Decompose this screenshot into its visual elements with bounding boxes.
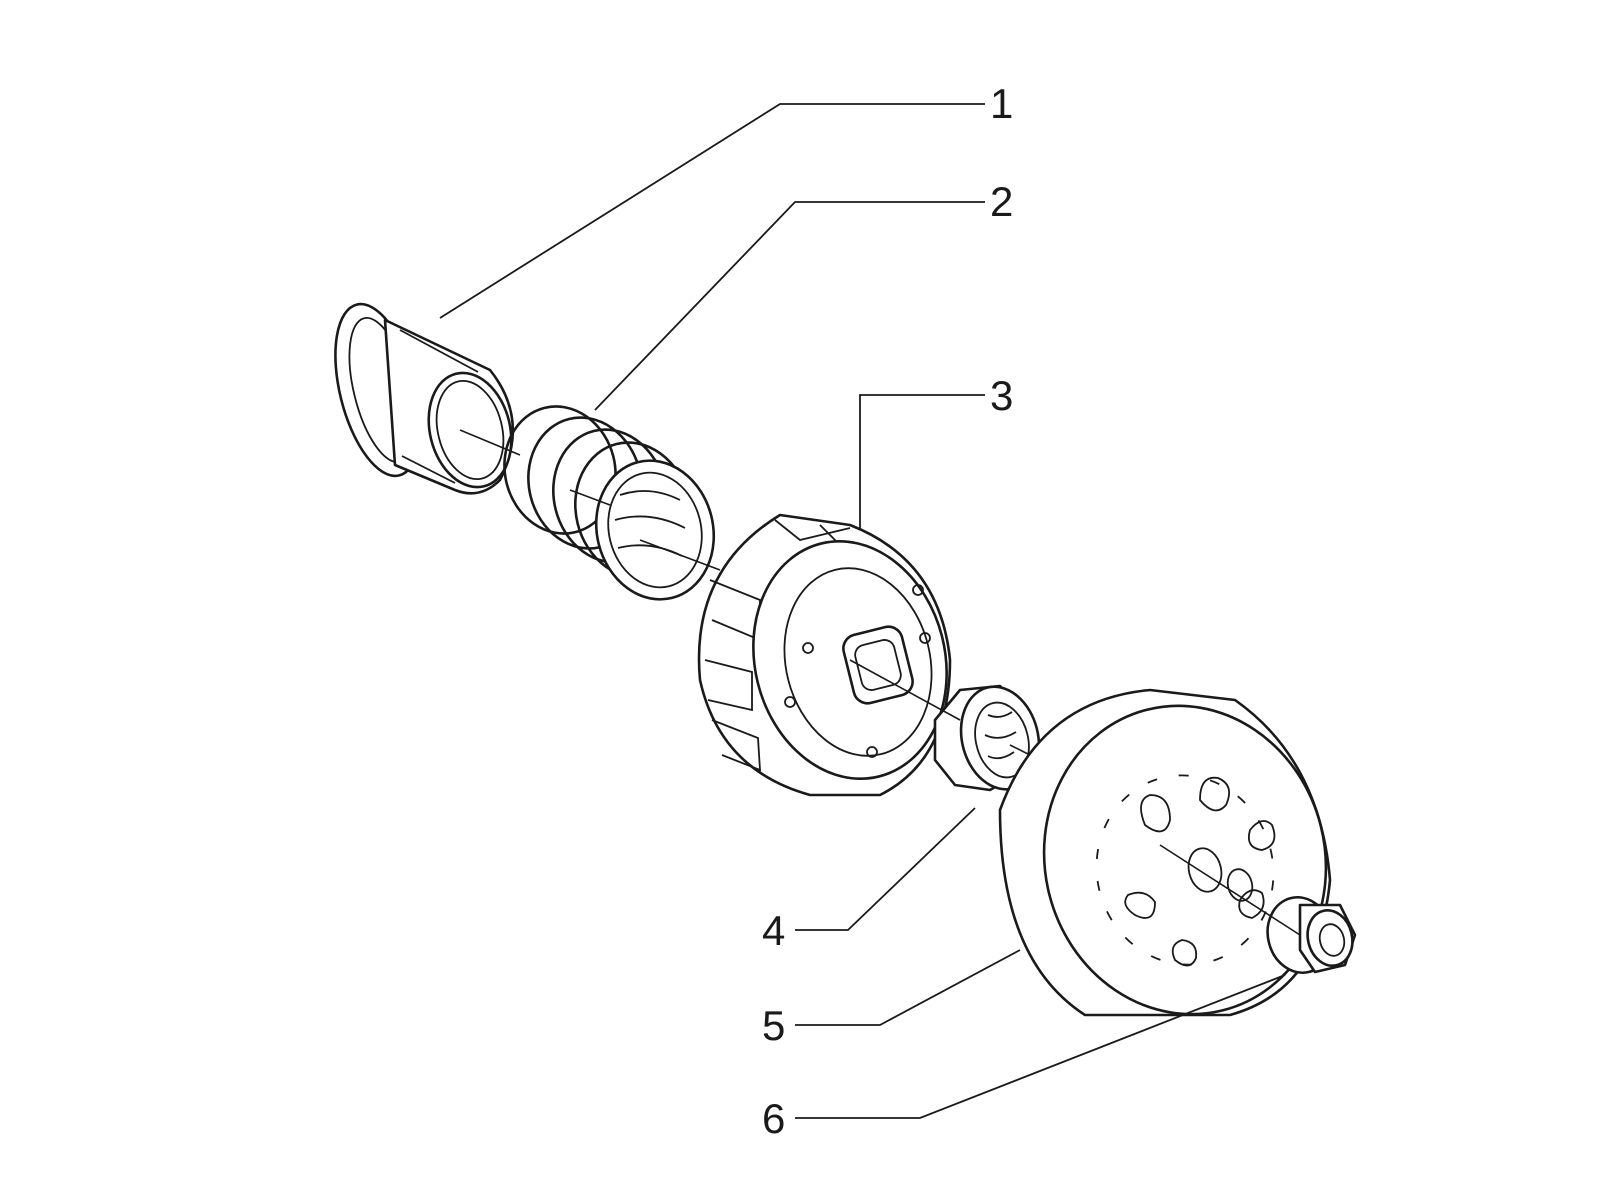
leader-lines (439, 103, 1286, 1119)
leader-line-6 (795, 974, 1286, 1119)
part-3-clutch-assembly (697, 513, 952, 797)
part-6-flange-nut (1266, 896, 1357, 974)
leader-line-2 (594, 201, 985, 411)
callout-1: 1 (990, 80, 1013, 127)
leader-line-5 (795, 949, 1021, 1026)
callout-2: 2 (990, 178, 1013, 225)
leader-line-1 (439, 103, 985, 319)
leader-line-4 (795, 807, 976, 931)
callout-4: 4 (762, 907, 785, 954)
callout-labels: 1 2 3 4 5 6 (762, 80, 1013, 1142)
part-4-hex-nut (933, 684, 1041, 792)
leader-line-3 (859, 394, 985, 530)
part-2-coil-spring (503, 405, 716, 601)
part-5-clutch-drum (998, 688, 1332, 1017)
part-1-flanged-bushing (334, 302, 515, 495)
assembly-axis (459, 429, 1301, 936)
callout-3: 3 (990, 372, 1013, 419)
callout-5: 5 (762, 1002, 785, 1049)
callout-6: 6 (762, 1095, 785, 1142)
